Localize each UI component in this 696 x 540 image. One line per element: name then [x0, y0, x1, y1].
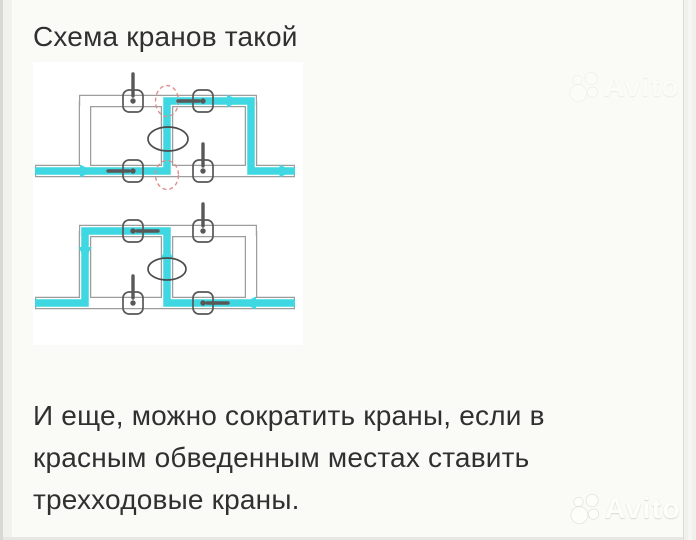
valve-icon — [122, 219, 144, 243]
watermark-top: Avito — [569, 70, 680, 104]
valve-bottom-right — [192, 142, 214, 183]
description-line: трехходовые краны. — [33, 484, 300, 515]
scheme-panel-bottom — [35, 202, 295, 315]
valve-dot — [200, 168, 206, 174]
valve-icon — [122, 291, 144, 315]
flow-path — [35, 227, 295, 307]
scheme-image[interactable] — [33, 62, 303, 345]
watermark-bottom: Avito — [570, 492, 681, 526]
description-line: И еще, можно сократить краны, если в — [33, 400, 545, 431]
valve-dot — [130, 228, 136, 234]
valve-scheme-diagram — [35, 72, 295, 315]
valve-dot — [200, 98, 206, 104]
valve-icon — [122, 159, 144, 183]
flow-arrow-right — [279, 164, 293, 178]
valve-top-right — [176, 89, 214, 113]
scroll-groove — [688, 0, 692, 540]
valve-dot — [200, 228, 206, 234]
right-gutter — [683, 0, 696, 540]
valve-dot — [200, 300, 206, 306]
left-gutter — [0, 0, 13, 540]
watermark-brand: Avito — [604, 492, 681, 525]
description-text: И еще, можно сократить краны, если в кра… — [33, 395, 545, 521]
valve-icon — [122, 89, 144, 113]
valve-bottom-left — [106, 159, 144, 183]
valve-icon — [192, 89, 214, 113]
flow-arrow-up — [160, 246, 174, 259]
flow-arrow-down — [78, 247, 92, 260]
flow-arrow-left — [243, 296, 256, 310]
flow-arrow-right — [80, 164, 93, 178]
valve-icon — [192, 159, 214, 183]
description-line: красным обведенным местах ставить — [33, 442, 530, 473]
valve-top-right — [192, 202, 214, 243]
scheme-panel-top — [35, 72, 295, 191]
valve-dot — [130, 300, 136, 306]
watermark-brand: Avito — [603, 70, 680, 103]
valve-top-left — [122, 72, 144, 113]
red-highlight-ellipse — [154, 159, 180, 191]
avito-logo-icon — [569, 72, 598, 102]
valve-bottom-left — [122, 274, 144, 315]
flow-arrow-right — [227, 94, 240, 108]
page-title: Схема кранов такой — [33, 21, 298, 52]
flow-path — [35, 97, 295, 175]
valve-icon — [192, 219, 214, 243]
bottom-edge — [3, 537, 683, 540]
valve-dot — [130, 168, 136, 174]
valve-icon — [192, 291, 214, 315]
pump-ellipse — [147, 126, 189, 152]
valve-bottom-right — [192, 291, 230, 315]
valve-dot — [130, 98, 136, 104]
valve-top-left — [122, 219, 160, 243]
avito-logo-icon — [570, 494, 599, 524]
pump-ellipse — [147, 257, 187, 281]
